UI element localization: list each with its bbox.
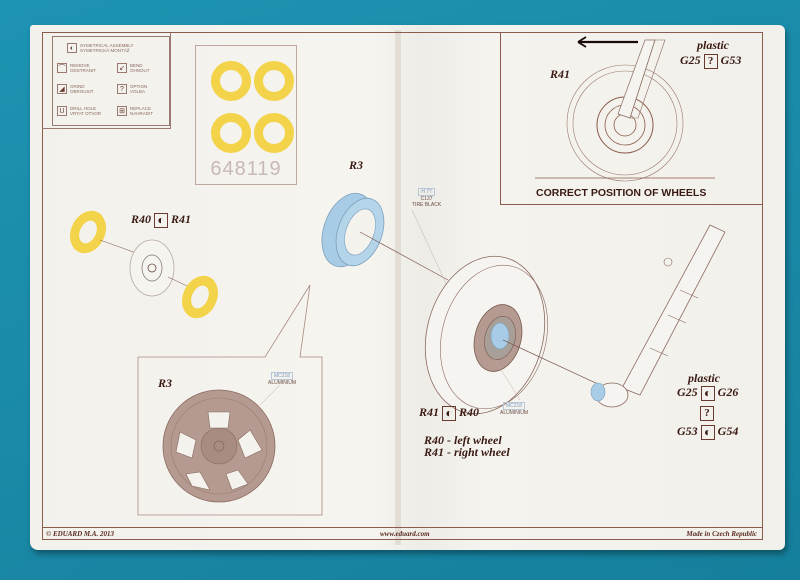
inset-wheel: [535, 39, 715, 182]
strut-option-row2: G53 ◐ G54: [677, 424, 739, 440]
small-wheel: [129, 239, 175, 297]
mask-ring: [211, 61, 251, 101]
option-icon: ?: [117, 84, 127, 94]
replace-icon: ⊞: [117, 106, 127, 116]
page-footer: © EDUARD M.A. 2013 www.eduard.com Made i…: [42, 527, 763, 540]
main-wheel: [424, 255, 601, 415]
mask-sheet: 648119: [195, 45, 297, 185]
mask-code: 648119: [210, 158, 282, 180]
legend-item-remove: ⌒ REMOVE ODSTRANIT: [57, 63, 97, 73]
legend-item-symmetrical: ◐ SYMETRICAL ASSEMBLY SYMETRICKÁ MONTÁŽ: [67, 43, 134, 53]
detail-callout-frame: [137, 284, 323, 516]
aluminium-paint-tag: MC218 ALUMINIUM: [268, 372, 297, 386]
inset-options: G25 ? G53: [680, 53, 742, 69]
origin: Made in Czech Republic: [686, 530, 757, 538]
bend-icon: ↙: [117, 63, 127, 73]
symbol-legend: ◐ SYMETRICAL ASSEMBLY SYMETRICKÁ MONTÁŽ …: [52, 36, 170, 126]
strut-option-symbol: ?: [700, 405, 714, 421]
small-wheel-assembly: [70, 210, 218, 319]
legend-divider: [42, 128, 170, 129]
inset-caption: CORRECT POSITION OF WHEELS: [536, 187, 707, 199]
remove-icon: ⌒: [57, 63, 67, 73]
inset-material: plastic: [697, 38, 729, 52]
detail-hub-part-label: R3: [158, 376, 173, 390]
option-icon: ?: [700, 405, 714, 421]
inset-part-label: R41: [550, 67, 571, 81]
option-icon: ?: [703, 53, 718, 69]
website: www.eduard.com: [380, 530, 430, 538]
tire-black-paint-tag: H 77 C137 TIRE BLACK: [412, 188, 442, 208]
correct-position-inset: [500, 33, 762, 205]
main-wheel-paint-tag: MC218 ALUMINIUM: [500, 402, 529, 416]
legend-divider-vertical: [170, 33, 171, 129]
grind-icon: ◢: [57, 84, 67, 94]
right-wheel-note: R41 - right wheel: [424, 445, 510, 459]
mask-ring: [254, 61, 294, 101]
small-wheel-parts: R40 ◐ R41: [131, 212, 192, 228]
symmetrical-assembly-icon: ◐: [154, 212, 169, 228]
symmetrical-assembly-icon: ◐: [67, 43, 77, 53]
strut-material: plastic: [688, 371, 720, 385]
legend-item-option: ? OPTION VOLBA: [117, 84, 147, 94]
legend-item-drill: U DRILL HOLE VRTAT OTVOR: [57, 106, 101, 116]
detail-hub-r3: [162, 384, 281, 503]
direction-arrow: [577, 36, 638, 48]
strut-option-row1: G25 ◐ G26: [677, 385, 739, 401]
symmetrical-assembly-icon: ◐: [442, 405, 457, 421]
legend-item-replace: ⊞ REPLACE NAHRADIT: [117, 106, 153, 116]
symmetrical-assembly-icon: ◐: [700, 385, 715, 401]
legend-item-grind: ◢ GRIND OBROUSIT: [57, 84, 94, 94]
blue-hub-r3: [321, 192, 449, 281]
drill-hole-icon: U: [57, 106, 67, 116]
page-frame: [42, 32, 763, 540]
copyright: © EDUARD M.A. 2013: [46, 530, 115, 538]
left-wheel-note: R40 - left wheel: [424, 433, 502, 447]
mask-ring: [254, 113, 294, 153]
mask-ring: [211, 113, 251, 153]
hub-part-label: R3: [349, 158, 364, 172]
landing-strut: [590, 224, 726, 408]
legend-item-bend: ↙ BEND OHNOUT: [117, 63, 150, 73]
symmetrical-assembly-icon: ◐: [700, 424, 715, 440]
main-wheel-parts: R41 ◐ R40: [419, 405, 480, 421]
